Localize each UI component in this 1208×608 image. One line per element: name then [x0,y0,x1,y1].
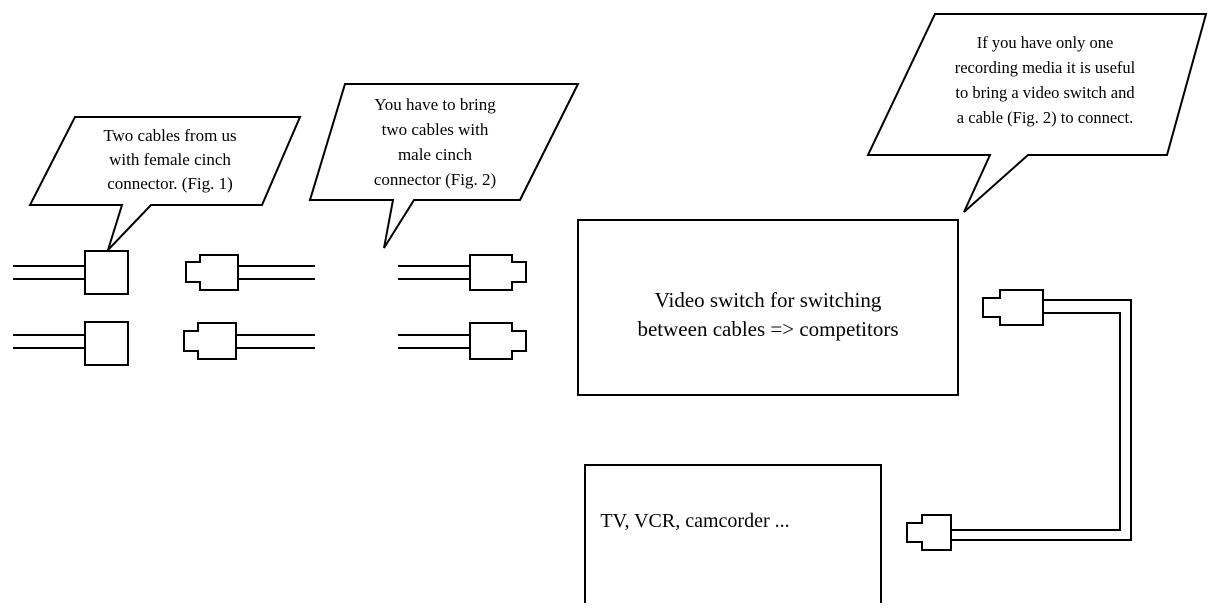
callout-line: two cables with [381,120,489,139]
callout-bubble-your-cables [308,83,580,249]
female-cable-bottom [13,321,129,366]
callout-bubble-our-cables [28,116,302,251]
callout-line: If you have only one [976,33,1114,52]
female-cable-top [13,250,129,295]
recorder-box [584,464,882,603]
callout-line: male cinch [397,145,473,164]
callout-line: with female cinch [109,150,231,169]
recorder-label: TV, VCR, camcorder ... [600,510,790,532]
callout-bubble-switch-tip [866,13,1208,213]
male-cable-left-top [185,254,315,291]
male-cable-right-top [398,254,527,291]
callout-line: You have to bring [374,95,496,114]
callout-line: recording media it is useful [954,58,1136,77]
callout-line: connector (Fig. 2) [373,170,497,189]
switch-to-recorder-cable [906,289,1132,551]
callout-our-cables-text: Two cables from us with female cinch con… [70,124,270,196]
callout-your-cables-text: You have to bring two cables with male c… [340,92,530,192]
video-switch-box [577,219,959,396]
male-cable-right-bottom [398,322,527,360]
callout-switch-tip-text: If you have only one recording media it … [925,30,1165,130]
male-cable-left-bottom [183,322,315,360]
callout-line: a cable (Fig. 2) to connect. [956,108,1134,127]
callout-line: Two cables from us [103,126,237,145]
callout-line: connector. (Fig. 1) [107,174,233,193]
video-switch-label: Video switch for switching between cable… [580,286,956,344]
video-switch-label-line: between cables => competitors [637,317,899,341]
callout-line: to bring a video switch and [955,83,1135,102]
video-switch-label-line: Video switch for switching [654,288,882,312]
